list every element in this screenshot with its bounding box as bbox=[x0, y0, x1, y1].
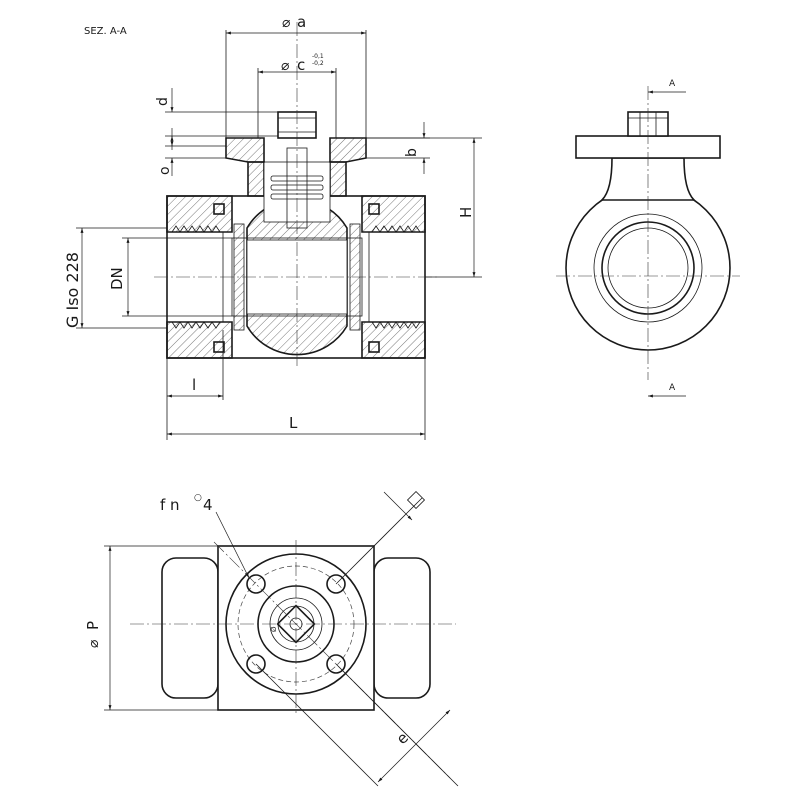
dim-b: b bbox=[404, 148, 420, 157]
dim-c-diameter-symbol: ⌀ bbox=[281, 58, 290, 74]
top-flange-right bbox=[329, 137, 367, 163]
dim-H: H bbox=[457, 207, 475, 218]
top-view: Ø ⌀ P f n ○ 4 e bbox=[84, 490, 459, 787]
dim-P: P bbox=[84, 621, 102, 630]
dim-L: L bbox=[289, 414, 298, 432]
top-flange bbox=[225, 137, 265, 163]
dim-f-count: 4 bbox=[203, 496, 213, 514]
dim-l: l bbox=[192, 376, 196, 394]
top-body-end-left bbox=[161, 557, 219, 699]
dim-c-tol-upper: -0,1 bbox=[312, 53, 324, 60]
section-mark-top: A bbox=[669, 79, 676, 89]
section-mark-bottom: A bbox=[669, 383, 676, 393]
neck bbox=[247, 161, 265, 197]
dim-e: e bbox=[393, 729, 412, 748]
dim-DN: DN bbox=[108, 267, 126, 290]
dim-thread-G-iso-228: G Iso 228 bbox=[63, 252, 82, 328]
thread-teeth-right bbox=[371, 225, 421, 329]
neck-right bbox=[329, 161, 347, 197]
dim-a-diameter-symbol: ⌀ bbox=[282, 15, 291, 31]
top-stem-marking: Ø bbox=[270, 626, 278, 632]
dim-a: a bbox=[297, 13, 306, 31]
dim-c: c bbox=[297, 56, 305, 74]
dim-o: o bbox=[157, 166, 173, 175]
dim-e-tolerance-box bbox=[406, 490, 426, 510]
flange-bolt-holes bbox=[246, 574, 346, 674]
side-view: A A bbox=[556, 79, 740, 398]
dim-c-tol-lower: -0,2 bbox=[312, 60, 324, 67]
dim-f: f n bbox=[160, 496, 180, 514]
body-bolts bbox=[213, 203, 380, 353]
thread-teeth-left bbox=[171, 225, 221, 329]
section-view: ⌀ a ⌀ c -0,1 -0,2 d o b H bbox=[63, 13, 482, 440]
dim-d: d bbox=[155, 97, 171, 106]
body-wall-left bbox=[166, 195, 233, 233]
dim-P-diameter-symbol: ⌀ bbox=[86, 639, 102, 648]
section-label: SEZ. A-A bbox=[84, 26, 127, 37]
dim-f-degree: ○ bbox=[194, 493, 202, 503]
top-body-end-right bbox=[373, 557, 431, 699]
